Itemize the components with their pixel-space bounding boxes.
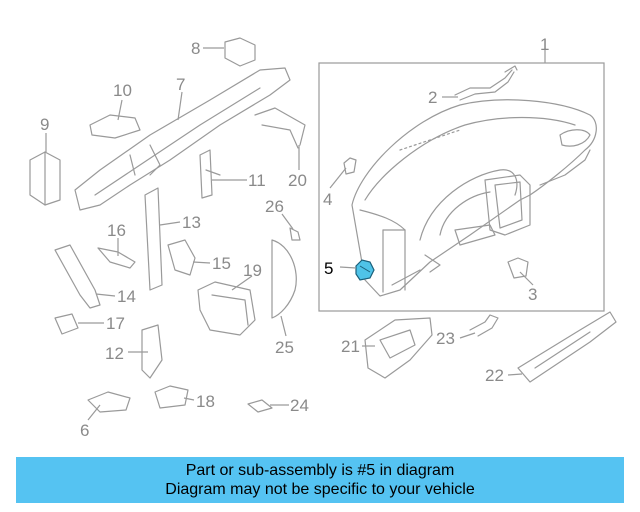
part-20 bbox=[254, 107, 306, 149]
leader-lines bbox=[45, 47, 534, 421]
part-23 bbox=[469, 314, 499, 337]
banner-line-disclaimer: Diagram may not be specific to your vehi… bbox=[165, 481, 475, 498]
part-16 bbox=[97, 247, 136, 269]
part-14 bbox=[54, 244, 101, 309]
callout-2: 2 bbox=[428, 88, 437, 107]
callout-numbers: 1 2 3 4 5 6 7 8 9 10 11 12 13 14 15 16 1… bbox=[40, 35, 549, 440]
part-19 bbox=[197, 281, 256, 336]
part-9 bbox=[29, 151, 61, 206]
part-11 bbox=[199, 149, 221, 199]
callout-20: 20 bbox=[288, 171, 307, 190]
callout-24: 24 bbox=[290, 396, 309, 415]
instrument-panel bbox=[351, 99, 597, 297]
callout-7: 7 bbox=[176, 75, 185, 94]
part-15 bbox=[167, 239, 196, 276]
part-12 bbox=[141, 324, 163, 379]
part-4 bbox=[343, 157, 357, 175]
part-2 bbox=[454, 65, 518, 101]
callout-22: 22 bbox=[485, 366, 504, 385]
callout-13: 13 bbox=[182, 213, 201, 232]
callout-12: 12 bbox=[105, 344, 124, 363]
callout-4: 4 bbox=[323, 190, 332, 209]
part-25 bbox=[271, 239, 297, 319]
callout-3: 3 bbox=[528, 285, 537, 304]
part-18 bbox=[154, 385, 189, 409]
callout-1: 1 bbox=[540, 35, 549, 54]
callout-23: 23 bbox=[436, 329, 455, 348]
part-17 bbox=[54, 313, 79, 335]
info-banner: Part or sub-assembly is #5 in diagram Di… bbox=[16, 457, 624, 503]
callout-9: 9 bbox=[40, 115, 49, 134]
callout-21: 21 bbox=[341, 337, 360, 356]
callout-10: 10 bbox=[113, 81, 132, 100]
part-24 bbox=[247, 399, 273, 413]
callout-8: 8 bbox=[191, 39, 200, 58]
callout-11: 11 bbox=[248, 171, 266, 190]
part-6 bbox=[87, 391, 131, 413]
part-8 bbox=[224, 37, 256, 67]
callout-15: 15 bbox=[212, 254, 231, 273]
part-13 bbox=[144, 187, 163, 291]
part-7-crossmember bbox=[74, 67, 291, 211]
callout-26: 26 bbox=[265, 197, 284, 216]
part-26 bbox=[289, 227, 301, 241]
part-22 bbox=[517, 311, 617, 383]
callout-18: 18 bbox=[196, 392, 215, 411]
callout-17: 17 bbox=[106, 314, 125, 333]
callout-5: 5 bbox=[324, 259, 333, 278]
callout-25: 25 bbox=[275, 338, 294, 357]
banner-line-part: Part or sub-assembly is #5 in diagram bbox=[185, 462, 455, 479]
callout-16: 16 bbox=[107, 221, 126, 240]
part-21 bbox=[364, 317, 433, 379]
assembly-box bbox=[318, 62, 605, 312]
callout-19: 19 bbox=[243, 261, 262, 280]
callout-14: 14 bbox=[117, 287, 136, 306]
part-3 bbox=[507, 257, 529, 279]
callout-6: 6 bbox=[80, 421, 89, 440]
part-5-highlighted bbox=[355, 259, 375, 281]
part-10 bbox=[89, 114, 141, 139]
